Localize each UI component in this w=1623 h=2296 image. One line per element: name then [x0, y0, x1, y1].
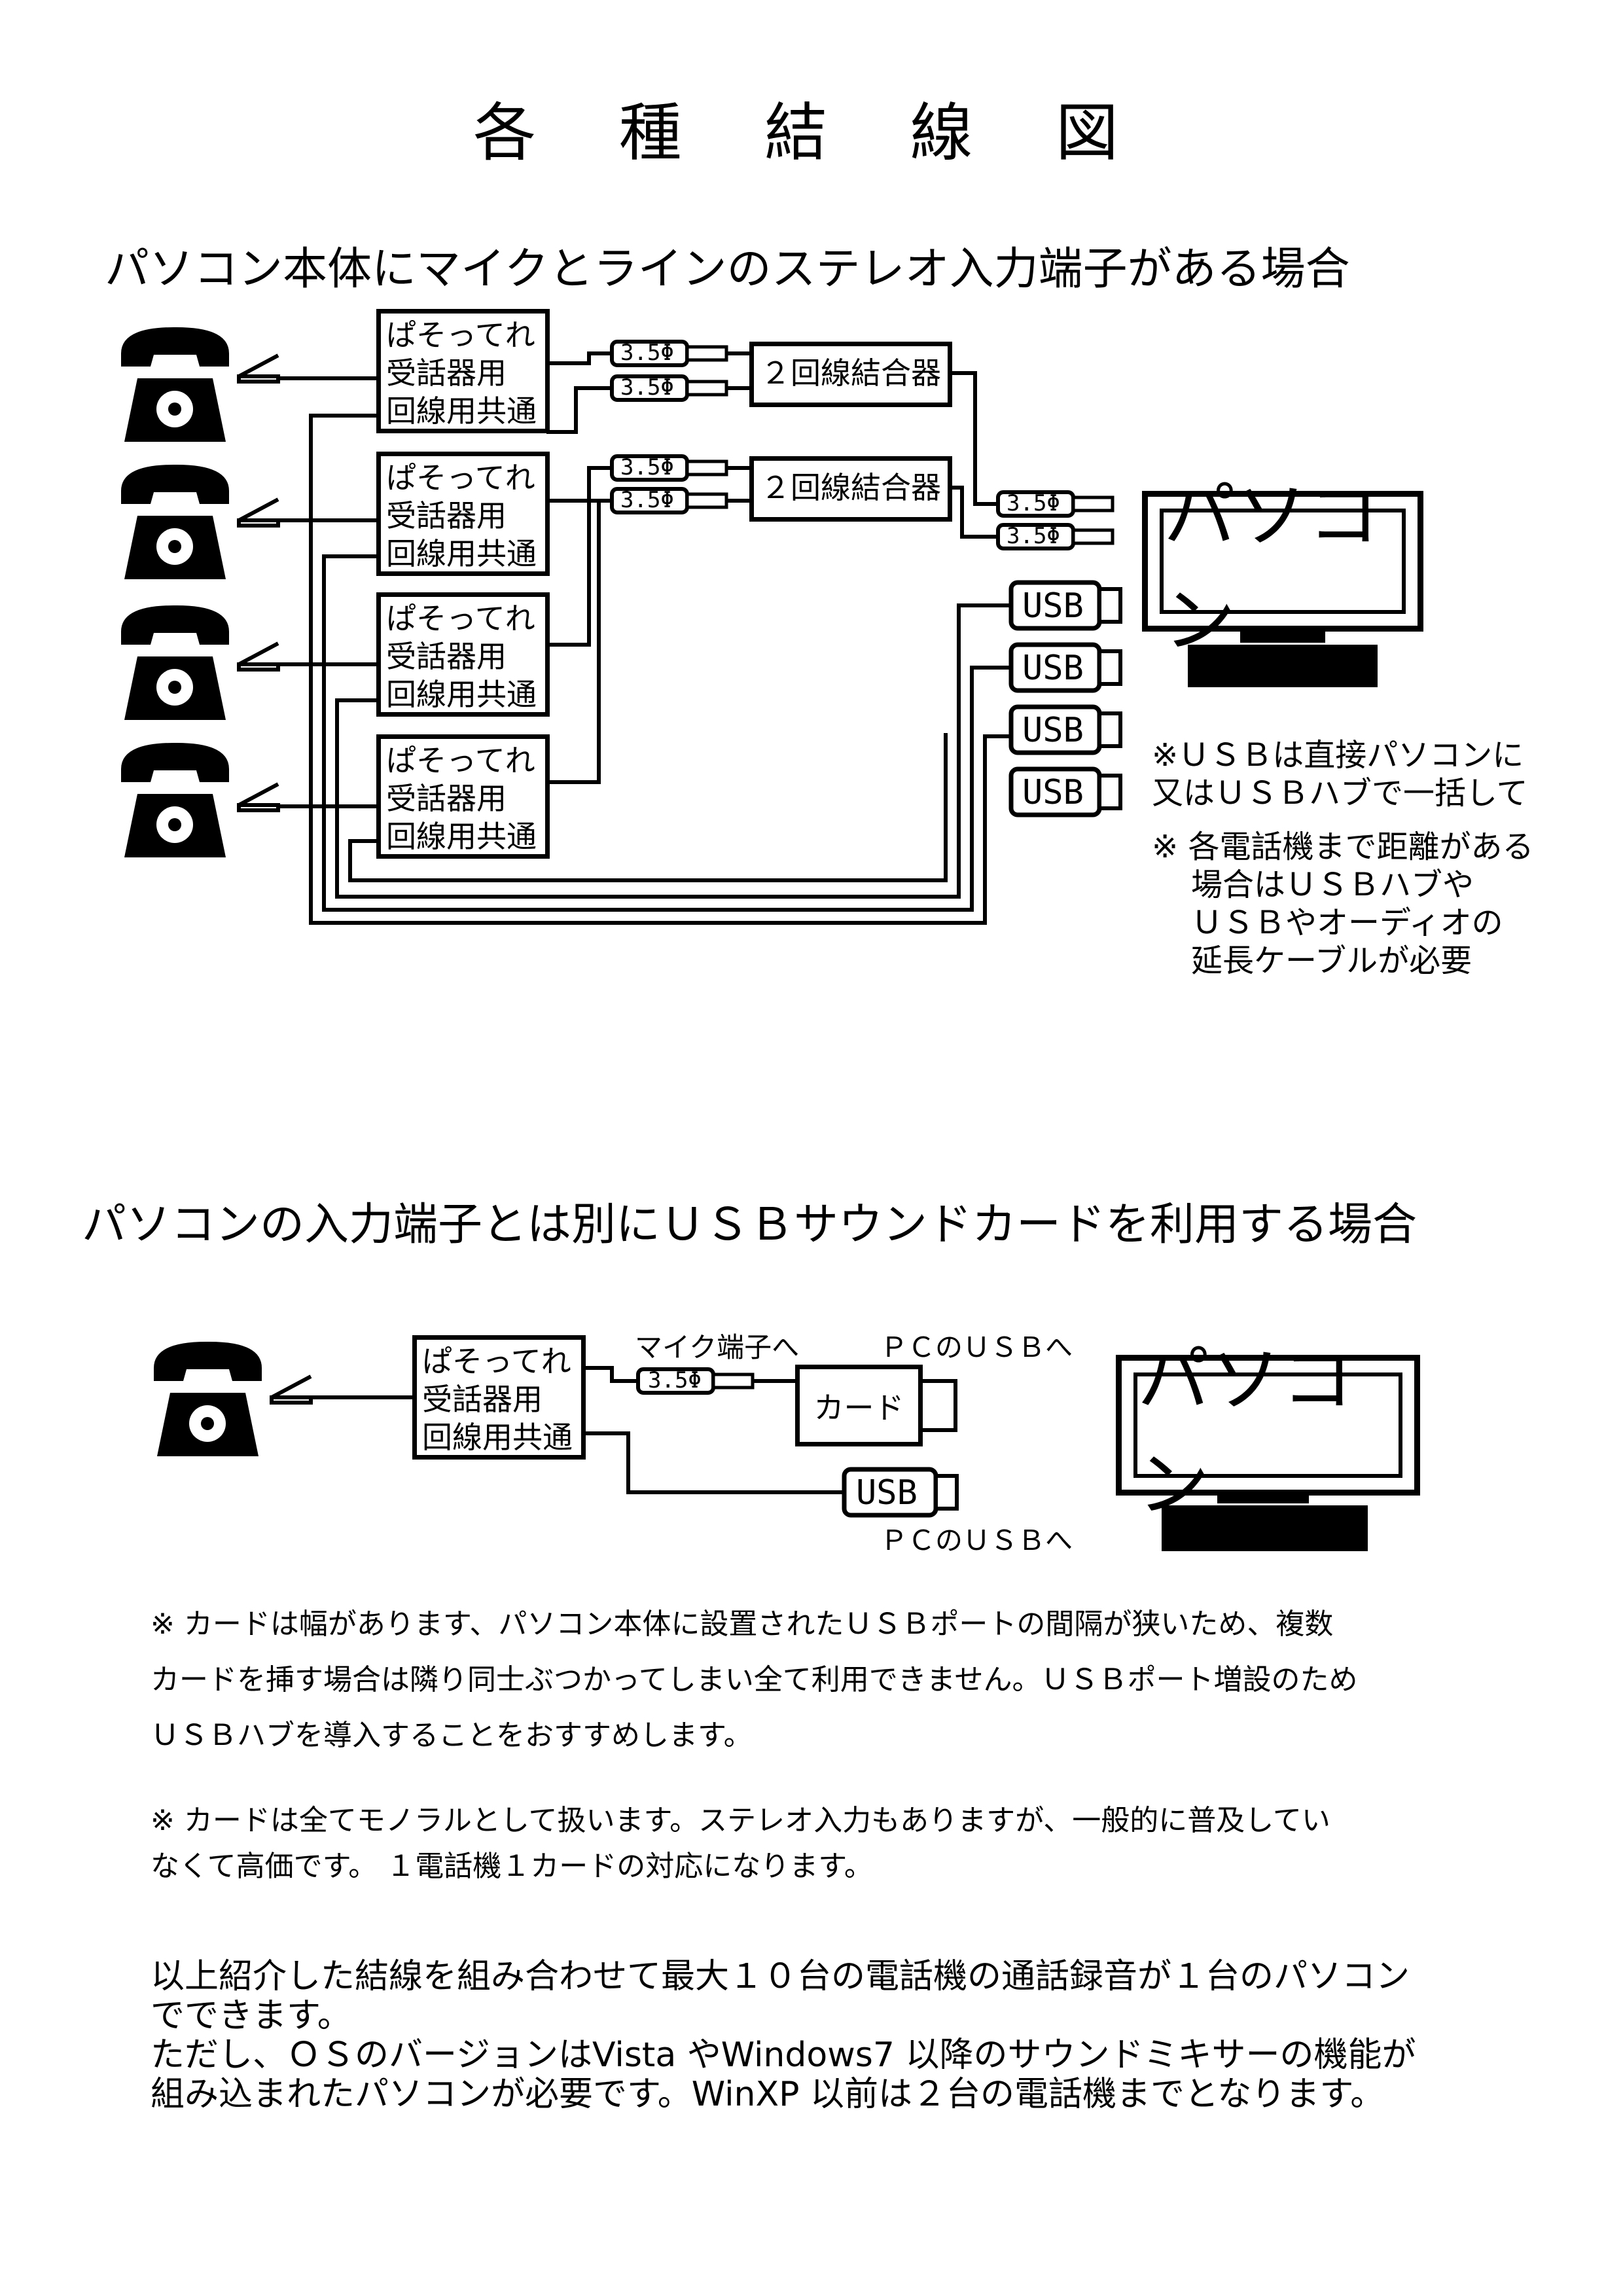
card-note-line: ＵＳＢハブを導入することをおすすめします。: [151, 1719, 753, 1752]
jack-label: 3.5Φ: [620, 487, 674, 513]
phone-icon: [121, 743, 229, 857]
sound-card-box: カード: [795, 1365, 923, 1446]
phone-icon: [121, 327, 229, 442]
audio-jack: [636, 1367, 755, 1395]
handset-cord-icon: [239, 643, 278, 670]
jack-label: 3.5Φ: [1007, 490, 1060, 516]
audio-jack: [610, 487, 728, 514]
handset-cord-icon: [239, 499, 278, 526]
distance-note: ※ 各電話機まで距離がある 場合はＵＳＢハブや ＵＳＢやオーディオの 延長ケーブ…: [1152, 829, 1534, 979]
page-title: 各 種 結 線 図: [473, 96, 1150, 170]
section2-heading: パソコンの入力端子とは別にＵＳＢサウンドカードを利用する場合: [82, 1199, 1418, 1251]
jack-label: 3.5Φ: [620, 340, 674, 366]
usb-plug: [1008, 704, 1122, 755]
handset-cord-icon: [239, 784, 278, 810]
section1-heading: パソコン本体にマイクとラインのステレオ入力端子がある場合: [105, 243, 1350, 295]
pc-monitor-label: パソコン: [1133, 1338, 1402, 1526]
monitor-stand: [1162, 1505, 1368, 1551]
handset-cord-icon: [272, 1376, 311, 1403]
jack-label: 3.5Φ: [1007, 523, 1060, 549]
coupler-box: ２回線結合器: [749, 342, 952, 407]
monitor-neck: [1240, 628, 1325, 643]
pc-usb-label-bottom: ＰＣのＵＳＢへ: [880, 1524, 1073, 1556]
card-note-line: ※ カードは幅があります、パソコン本体に設置されたＵＳＢポートの間隔が狭いため、…: [151, 1607, 1334, 1641]
pc-monitor: パソコン: [1142, 474, 1423, 662]
adapter-box: ぱそってれ 受話器用 回線用共通: [376, 734, 550, 859]
usb-plug: [1008, 580, 1122, 631]
handset-cord-icon: [239, 355, 278, 382]
jack-label: 3.5Φ: [648, 1367, 702, 1393]
card-note-line: カードを挿す場合は隣り同士ぶつかってしまい全て利用できません。ＵＳＢポート増設の…: [151, 1663, 1358, 1696]
adapter-box: ぱそってれ 受話器用 回線用共通: [376, 452, 550, 576]
usb-label: USB: [1022, 773, 1084, 812]
audio-jack: [996, 490, 1115, 518]
audio-jack: [996, 523, 1115, 550]
usb-plug: [1008, 766, 1122, 817]
card-usb-connector: [918, 1379, 957, 1432]
audio-jack: [610, 340, 728, 367]
jack-label: 3.5Φ: [620, 374, 674, 401]
usb-note: ※ＵＳＢは直接パソコンに 又はＵＳＢハブで一括して: [1152, 737, 1528, 812]
adapter-box: ぱそってれ 受話器用 回線用共通: [412, 1335, 586, 1460]
pc-monitor: パソコン: [1116, 1338, 1420, 1526]
usb-label: USB: [856, 1473, 918, 1513]
pc-monitor-label: パソコン: [1160, 474, 1406, 662]
usb-plug: [1008, 642, 1122, 693]
audio-jack: [610, 454, 728, 482]
mono-note-line: なくて高価です。 １電話機１カードの対応になります。: [151, 1850, 873, 1883]
mic-terminal-label: マイク端子へ: [635, 1331, 800, 1363]
phone-icon: [154, 1342, 262, 1456]
adapter-box: ぱそってれ 受話器用 回線用共通: [376, 309, 550, 433]
audio-jack: [610, 374, 728, 402]
jack-label: 3.5Φ: [620, 454, 674, 480]
usb-label: USB: [1022, 711, 1084, 750]
adapter-box: ぱそってれ 受話器用 回線用共通: [376, 592, 550, 717]
summary-paragraph: 以上紹介した結線を組み合わせて最大１０台の電話機の通話録音が１台のパソコン でで…: [151, 1957, 1416, 2114]
phone-icon: [121, 465, 229, 579]
pc-usb-label-top: ＰＣのＵＳＢへ: [880, 1331, 1073, 1363]
coupler-box: ２回線結合器: [749, 456, 952, 522]
usb-label: USB: [1022, 586, 1084, 626]
phone-icon: [121, 605, 229, 720]
monitor-stand: [1188, 645, 1378, 687]
usb-label: USB: [1022, 649, 1084, 688]
mono-note-line: ※ カードは全てモノラルとして扱います。ステレオ入力もありますが、一般的に普及し…: [151, 1804, 1330, 1837]
usb-plug: [842, 1467, 959, 1518]
